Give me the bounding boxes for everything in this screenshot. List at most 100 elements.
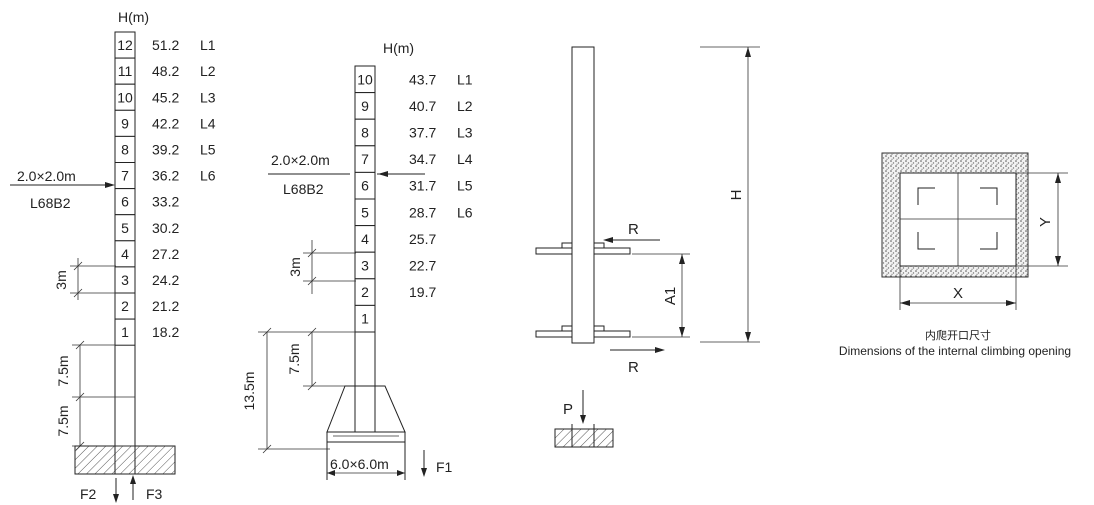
- left-section-level: L3: [200, 89, 216, 105]
- climb-label-r-bottom: R: [628, 359, 639, 376]
- left-section-height: 45.2: [152, 89, 179, 105]
- climb-label-h: H: [728, 190, 745, 201]
- left-section-number: 8: [121, 141, 129, 157]
- left-section-height: 42.2: [152, 115, 179, 131]
- mid-section-height: 22.7: [409, 258, 436, 274]
- mid-section-level: L4: [457, 151, 473, 167]
- climb-support-block: [554, 428, 614, 448]
- left-section-number: 2: [121, 298, 129, 314]
- climb-upper-beam-left: [535, 247, 573, 255]
- left-section-number: 6: [121, 194, 129, 210]
- mid-section-level: L2: [457, 98, 473, 114]
- opening-corner-tr: [980, 187, 998, 205]
- left-section-level: L1: [200, 37, 216, 53]
- left-tick-2: [75, 392, 85, 402]
- mid-section-height: 40.7: [409, 98, 436, 114]
- opening-caption-en: Dimensions of the internal climbing open…: [839, 344, 1071, 358]
- opening-y-arrow-top: [1055, 173, 1061, 183]
- left-section-number: 4: [121, 246, 129, 262]
- climb-h-arrow-bottom: [745, 332, 751, 342]
- mid-force-arrowhead: [421, 468, 427, 477]
- climb-upper-beam-right: [593, 247, 631, 255]
- mid-section-height: 28.7: [409, 204, 436, 220]
- left-foundation: [74, 445, 176, 475]
- opening-corner-br: [980, 232, 998, 250]
- left-section-height: 48.2: [152, 63, 179, 79]
- mid-section-number: 3: [361, 258, 369, 274]
- opening-x-arrow-left: [900, 300, 910, 306]
- climb-lower-clamp-right: [593, 325, 605, 332]
- mid-section-number: 9: [361, 98, 369, 114]
- opening-label-x: X: [953, 285, 963, 302]
- mid-section-height: 19.7: [409, 284, 436, 300]
- climb-label-a1: A1: [662, 287, 679, 305]
- left-section-box: [114, 318, 136, 346]
- left-section-number: 1: [121, 324, 129, 340]
- left-crane-model: L68B2: [30, 195, 71, 211]
- mid-section-number: 6: [361, 178, 369, 194]
- mid-section-number: 8: [361, 125, 369, 141]
- climb-a1-arrow-top: [679, 254, 685, 264]
- mid-dim-total: 13.5m: [241, 372, 257, 411]
- left-section-height: 33.2: [152, 194, 179, 210]
- mid-section-level: L1: [457, 71, 473, 87]
- mid-dim-upper-tick-bottom: [307, 381, 317, 391]
- left-height-header: H(m): [118, 9, 149, 25]
- left-section-number: 9: [121, 115, 129, 131]
- left-section-number: 3: [121, 272, 129, 288]
- left-section-number: 7: [121, 168, 129, 184]
- opening-x-arrow-right: [1006, 300, 1016, 306]
- left-tie-size: 2.0×2.0m: [17, 168, 76, 184]
- left-section-height: 27.2: [152, 246, 179, 262]
- left-section-level: L4: [200, 115, 216, 131]
- mid-section-number: 1: [361, 311, 369, 327]
- mid-section-level: L5: [457, 178, 473, 194]
- climb-label-p: P: [563, 401, 573, 418]
- mid-crane-model: L68B2: [283, 181, 324, 197]
- mid-section-level: L6: [457, 204, 473, 220]
- climb-upper-clamp-left: [561, 242, 573, 249]
- left-section-level: L5: [200, 141, 216, 157]
- left-section-height: 39.2: [152, 141, 179, 157]
- mid-force-f1: F1: [436, 459, 453, 475]
- left-force-f3-arrowhead: [130, 475, 136, 484]
- mid-dim-total-tick-top: [262, 327, 272, 337]
- mid-dim-section: 3m: [287, 257, 303, 276]
- climb-upper-clamp-right: [593, 242, 605, 249]
- left-section-level: L2: [200, 63, 216, 79]
- climbing-opening-plan: Y X 内爬开口尺寸 Dimensions of the internal cl…: [839, 152, 1071, 358]
- mid-dim-upper: 7.5m: [286, 343, 302, 374]
- left-dim-upper: 7.5m: [55, 355, 71, 386]
- mid-section-height: 43.7: [409, 71, 436, 87]
- left-section-height: 18.2: [152, 324, 179, 340]
- mid-3m-tick-bottom: [307, 276, 317, 286]
- left-section-number: 5: [121, 220, 129, 236]
- mid-tie-arrowhead: [378, 171, 388, 177]
- mid-section-level: L3: [457, 125, 473, 141]
- left-section-height: 30.2: [152, 220, 179, 236]
- climb-label-r-top: R: [628, 221, 639, 238]
- mid-section-height: 37.7: [409, 125, 436, 141]
- left-force-f3: F3: [146, 486, 163, 502]
- left-dim-section: 3m: [53, 270, 69, 289]
- left-tick-1: [75, 340, 85, 350]
- mid-base-dim-arrow-right: [397, 470, 405, 476]
- mid-section-box: [354, 304, 376, 333]
- left-section-height: 21.2: [152, 298, 179, 314]
- internal-climbing-diagram: H R R A1 P: [535, 46, 760, 448]
- opening-caption-cn: 内爬开口尺寸: [925, 328, 991, 342]
- mid-dim-total-tick-bottom: [262, 444, 272, 454]
- left-section-height: 24.2: [152, 272, 179, 288]
- left-section-height: 51.2: [152, 37, 179, 53]
- climb-h-arrow-top: [745, 47, 751, 57]
- climb-lower-beam-left: [535, 330, 573, 338]
- climb-p-arrowhead: [580, 415, 586, 424]
- mid-section-number: 5: [361, 204, 369, 220]
- opening-y-arrow-bottom: [1055, 256, 1061, 266]
- mid-section-number: 4: [361, 231, 369, 247]
